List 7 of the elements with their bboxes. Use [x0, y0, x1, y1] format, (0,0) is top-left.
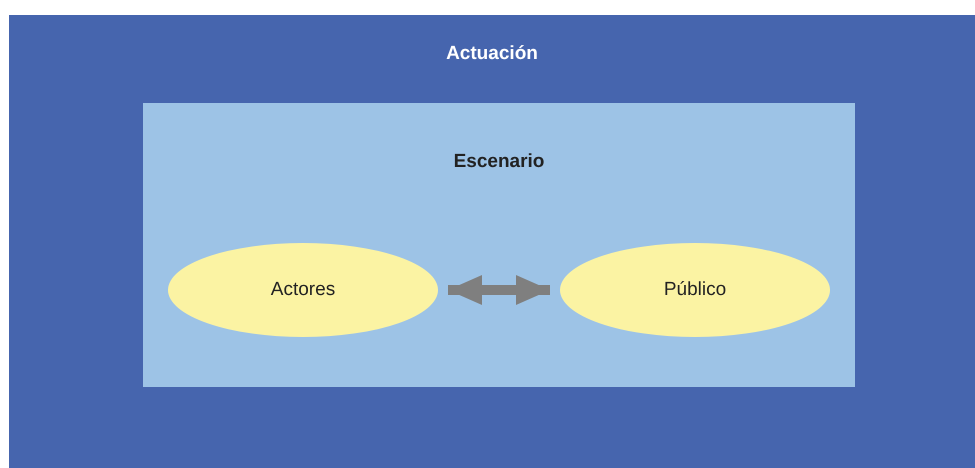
inner-panel: [143, 103, 855, 387]
panel-heading: Escenario: [454, 151, 544, 173]
double-arrow: [448, 275, 550, 305]
node-label: Público: [664, 278, 726, 301]
node-label: Actores: [270, 278, 336, 301]
outer-panel: [9, 15, 975, 468]
panel-heading: Actuación: [446, 43, 538, 65]
